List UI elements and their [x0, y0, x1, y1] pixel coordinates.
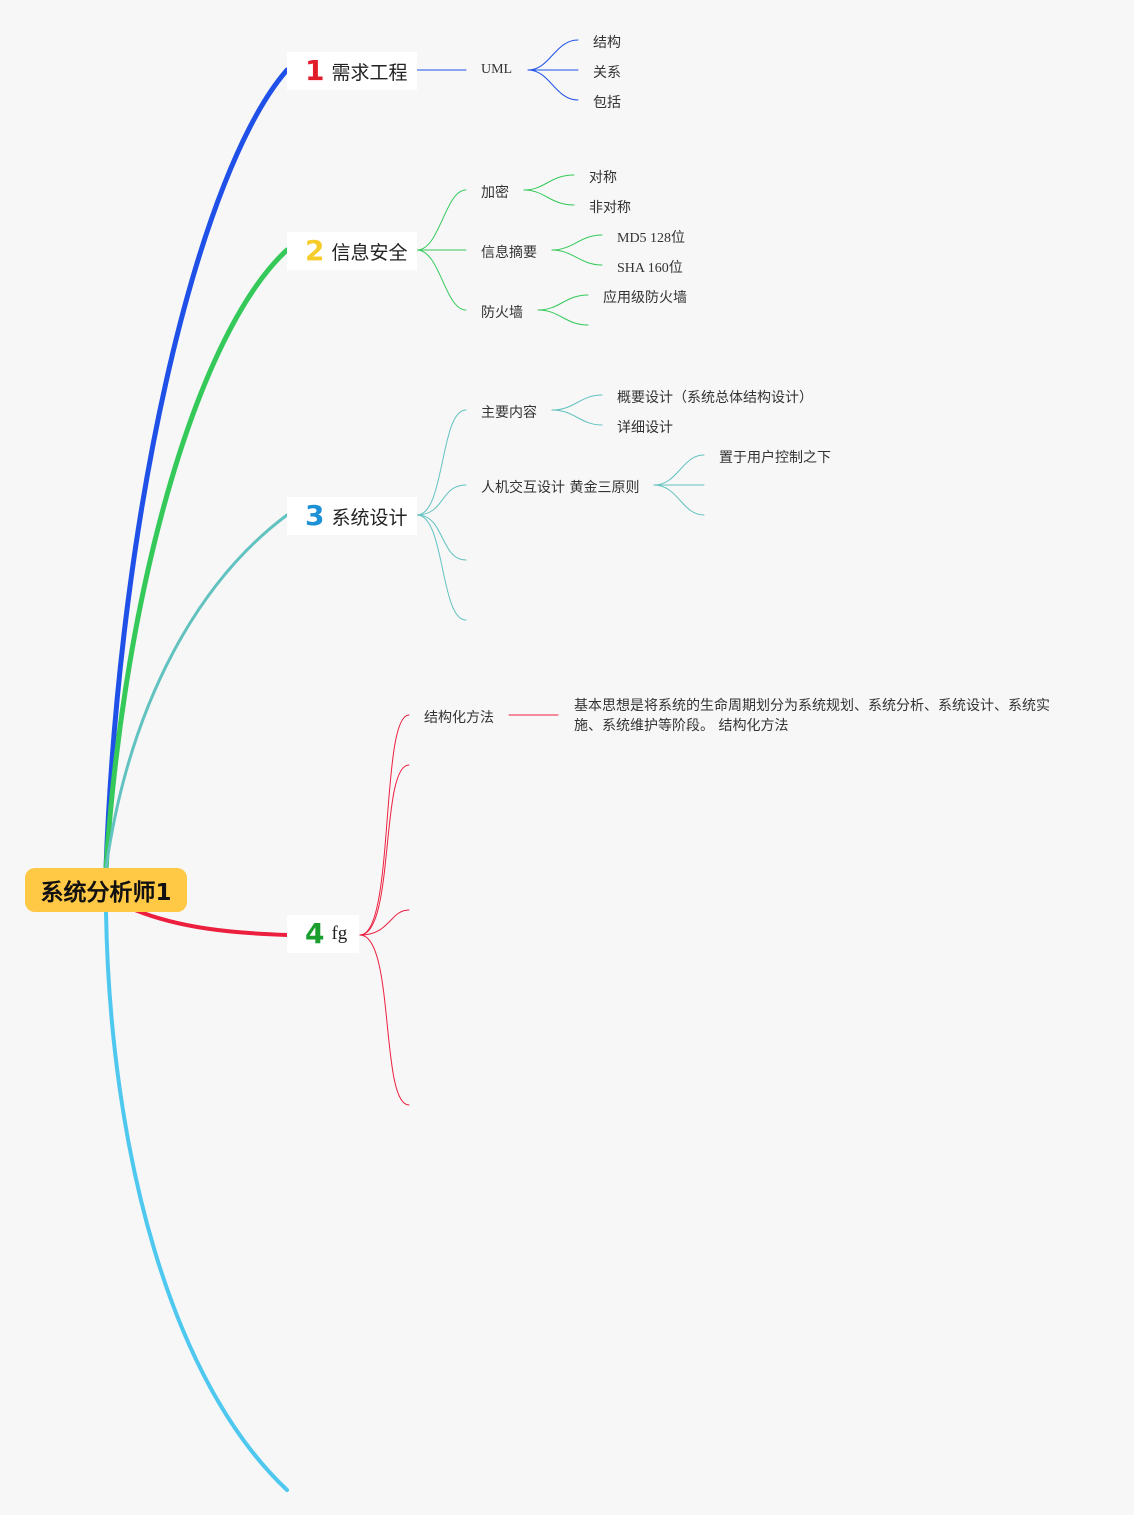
- leaf-user-control[interactable]: 置于用户控制之下: [719, 450, 831, 466]
- leaf-sha[interactable]: SHA 160位: [617, 261, 683, 276]
- branch-node-system-design[interactable]: 3 系统设计: [287, 497, 417, 535]
- leaf-structured-method-desc[interactable]: 基本思想是将系统的生命周期划分为系统规划、系统分析、系统设计、系统实施、系统维护…: [574, 698, 1050, 734]
- topic-digest[interactable]: 信息摘要: [481, 245, 537, 261]
- branch-node-fg[interactable]: 4 fg: [287, 915, 359, 953]
- topic-uml[interactable]: UML: [481, 62, 513, 77]
- leaf-include[interactable]: 包括: [593, 95, 621, 111]
- branch-label: 需求工程: [331, 61, 408, 84]
- number-badge-3: 3: [305, 499, 325, 532]
- connector-branch-5: [104, 910, 289, 1492]
- leaf-md5[interactable]: MD5 128位: [617, 231, 686, 246]
- number-badge-2: 2: [305, 234, 325, 267]
- leaf-outline-design[interactable]: 概要设计（系统总体结构设计）: [617, 390, 813, 406]
- number-badge-4: 4: [305, 917, 325, 950]
- topic-encryption[interactable]: 加密: [481, 185, 509, 201]
- leaf-app-firewall[interactable]: 应用级防火墙: [603, 290, 687, 306]
- topic-main-content[interactable]: 主要内容: [481, 405, 537, 421]
- topic-hci-design[interactable]: 人机交互设计 黄金三原则: [481, 480, 640, 496]
- branch-node-security[interactable]: 2 信息安全: [287, 232, 417, 270]
- branch-label: fg: [331, 923, 348, 944]
- root-node[interactable]: 系统分析师1: [25, 868, 187, 912]
- branch-node-requirements[interactable]: 1 需求工程: [287, 52, 417, 90]
- connector-branch-4: [133, 908, 289, 937]
- topic-structured-method[interactable]: 结构化方法: [424, 710, 494, 726]
- connector-branch-2: [103, 247, 290, 871]
- branch-label: 系统设计: [331, 506, 408, 529]
- leaf-detail-design[interactable]: 详细设计: [617, 420, 673, 436]
- leaf-structure[interactable]: 结构: [593, 35, 621, 51]
- leaf-relation[interactable]: 关系: [593, 65, 621, 81]
- leaf-asymmetric[interactable]: 非对称: [589, 200, 631, 216]
- branch-label: 信息安全: [331, 241, 408, 264]
- leaf-symmetric[interactable]: 对称: [589, 170, 617, 186]
- connector-branch-3: [104, 513, 289, 870]
- connector-branch-1: [103, 67, 290, 871]
- number-badge-1: 1: [305, 54, 325, 87]
- root-label: 系统分析师1: [40, 880, 172, 906]
- topic-firewall[interactable]: 防火墙: [481, 305, 523, 321]
